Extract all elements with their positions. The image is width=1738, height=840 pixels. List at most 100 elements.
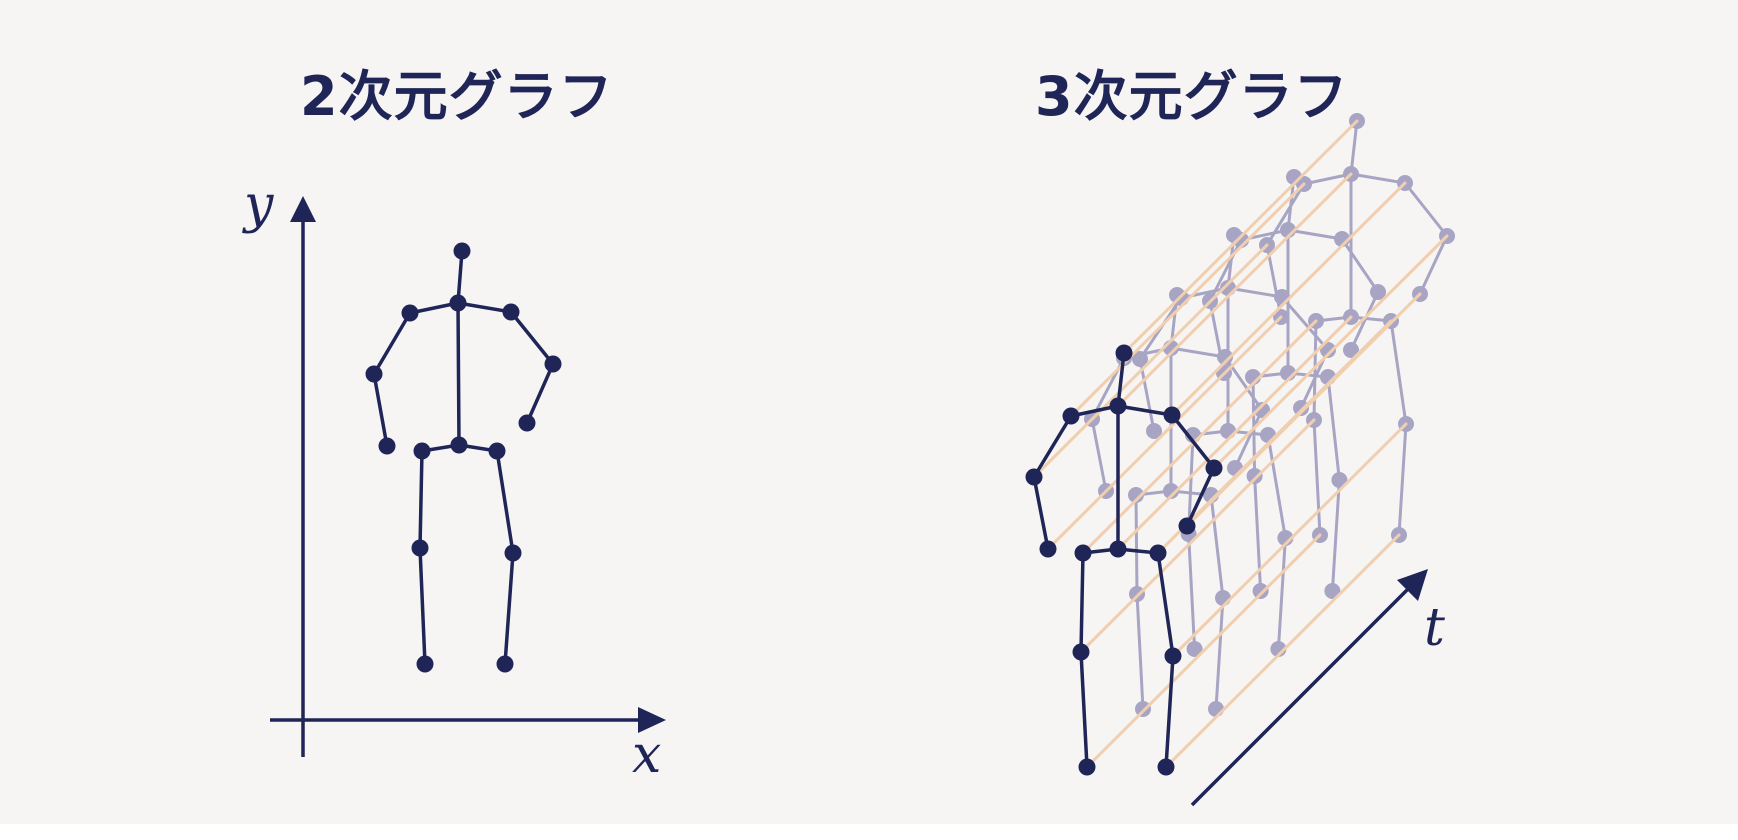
ghost-skeleton-joint	[1370, 284, 1386, 300]
time-link	[1156, 319, 1393, 555]
time-links	[1032, 119, 1449, 769]
ghost-skeleton-bone	[1397, 422, 1408, 537]
skeleton-2d-joint	[488, 442, 506, 460]
skeleton-2d-joint	[496, 655, 514, 673]
skeleton-3d-bone	[1185, 466, 1216, 528]
skeleton-3d-joint	[1025, 468, 1043, 486]
skeleton-3d-joint	[1157, 758, 1175, 776]
time-link	[1069, 182, 1306, 418]
skeleton-3d-bone	[1164, 654, 1175, 769]
ghost-skeleton-bone	[1169, 346, 1227, 359]
axis-y	[290, 196, 316, 757]
skeleton-2d-bone	[418, 546, 427, 666]
ghost-skeleton-joint	[1135, 701, 1151, 717]
panel-3d: t	[1025, 113, 1455, 807]
skeleton-2d-joint	[504, 544, 522, 562]
skeleton-2d-joint	[411, 539, 429, 557]
skeleton-3d-joint	[1109, 540, 1127, 558]
skeleton-2d-joint	[449, 294, 467, 312]
time-link	[1081, 319, 1318, 555]
skeleton-3d-joint	[1164, 647, 1182, 665]
skeleton-2d-bone	[509, 310, 555, 366]
ghost-skeleton-joint	[1146, 423, 1162, 439]
skeleton-2d-bone	[525, 362, 555, 425]
ghost-skeleton-bone	[1135, 592, 1145, 711]
skeleton-2d-joint	[544, 355, 562, 373]
ghost-skeleton-bone	[1090, 417, 1108, 493]
skeleton-3d-bone	[1032, 414, 1073, 479]
skeleton-2d-joint	[450, 436, 468, 454]
skeleton-3d-bone	[1170, 413, 1216, 470]
ghost-skeleton-joint	[1217, 349, 1233, 365]
ghost-skeleton-bone	[1403, 181, 1449, 238]
ghost-skeleton-joint	[1186, 641, 1203, 657]
ghost-skeleton-joint	[1215, 590, 1231, 606]
ghost-skeleton-bone	[1330, 478, 1341, 593]
skeleton-2d-bone	[456, 301, 461, 447]
skeleton-3d-bone	[1032, 475, 1050, 551]
time-link	[1116, 315, 1353, 551]
ghost-skeleton-joint	[1208, 701, 1224, 717]
skeleton-2d-bone	[456, 301, 513, 314]
ghost-skeleton-joint	[1254, 402, 1270, 418]
skeleton-3d-joint	[1115, 344, 1133, 362]
axis-label-x: x	[632, 725, 661, 785]
skeleton-3d-bone	[1079, 650, 1089, 769]
skeleton-2d-bone	[372, 372, 389, 448]
skeleton-2d-joint	[413, 442, 431, 460]
time-link	[1085, 533, 1322, 769]
ghost-skeleton-joint	[1128, 487, 1144, 503]
ghost-skeleton-bone	[1214, 596, 1225, 711]
title-2d-graph: 2次元グラフ	[300, 65, 614, 128]
panel-2d: y x	[242, 175, 666, 785]
skeleton-3d-joint	[1149, 544, 1167, 562]
ghost-skeleton-bone	[1340, 237, 1380, 294]
skeleton-3d-bone	[1116, 351, 1126, 408]
ghost-skeleton-bone	[1276, 536, 1287, 651]
skeleton-3d-joint	[1078, 758, 1096, 776]
skeleton-2d-bone	[456, 249, 464, 305]
time-link	[1212, 234, 1449, 470]
ghost-skeleton-bone	[1349, 290, 1380, 352]
axis-label-y: y	[242, 175, 274, 235]
skeleton-2d-joint	[378, 437, 396, 455]
skeleton-3d-joint	[1072, 643, 1090, 661]
ghost-skeleton-joint	[1163, 483, 1179, 499]
skeleton-2d-joint	[453, 242, 471, 260]
ghost-skeleton-bone	[1418, 234, 1449, 296]
skeleton-2d	[365, 242, 562, 673]
ghost-skeleton-joint	[1220, 423, 1236, 439]
ghost-skeleton-bone	[1389, 319, 1408, 426]
time-link	[1164, 533, 1401, 769]
skeleton-2d-joint	[518, 414, 536, 432]
ghost-skeleton-joint	[1246, 468, 1263, 484]
ghost-skeleton-joint	[1252, 583, 1269, 599]
skeleton-3d-joint	[1074, 544, 1092, 562]
ghost-skeleton-bone	[1209, 493, 1225, 600]
skeleton-3d-bone	[1156, 551, 1175, 658]
skeleton-2d-joint	[416, 655, 434, 673]
ghost-skeleton-joint	[1274, 289, 1290, 305]
ghost-skeleton-joint	[1324, 583, 1341, 599]
axis-label-t: t	[1424, 598, 1445, 658]
skeleton-2d-joint	[401, 304, 419, 322]
title-3d-graph: 3次元グラフ	[1035, 65, 1349, 128]
time-link	[1122, 119, 1359, 355]
skeleton-3d-joint	[1109, 397, 1127, 415]
ghost-skeleton-joint	[1293, 400, 1309, 416]
ghost-skeleton-bone	[1302, 172, 1353, 186]
ghost-skeleton-bone	[1265, 182, 1306, 247]
skeleton-2d-bone	[372, 311, 412, 376]
skeleton-3d-bone	[1079, 551, 1085, 654]
skeleton-3d-joint	[1178, 517, 1196, 535]
ghost-skeleton-joint	[1331, 472, 1348, 488]
skeleton-3d-joint	[1205, 459, 1223, 477]
time-link	[1171, 422, 1408, 658]
skeleton-2d-joint	[365, 365, 383, 383]
axis-x	[270, 707, 666, 733]
ghost-skeleton-bone	[1187, 532, 1197, 651]
time-link	[1079, 418, 1316, 654]
skeleton-3d-bone	[1116, 404, 1174, 417]
